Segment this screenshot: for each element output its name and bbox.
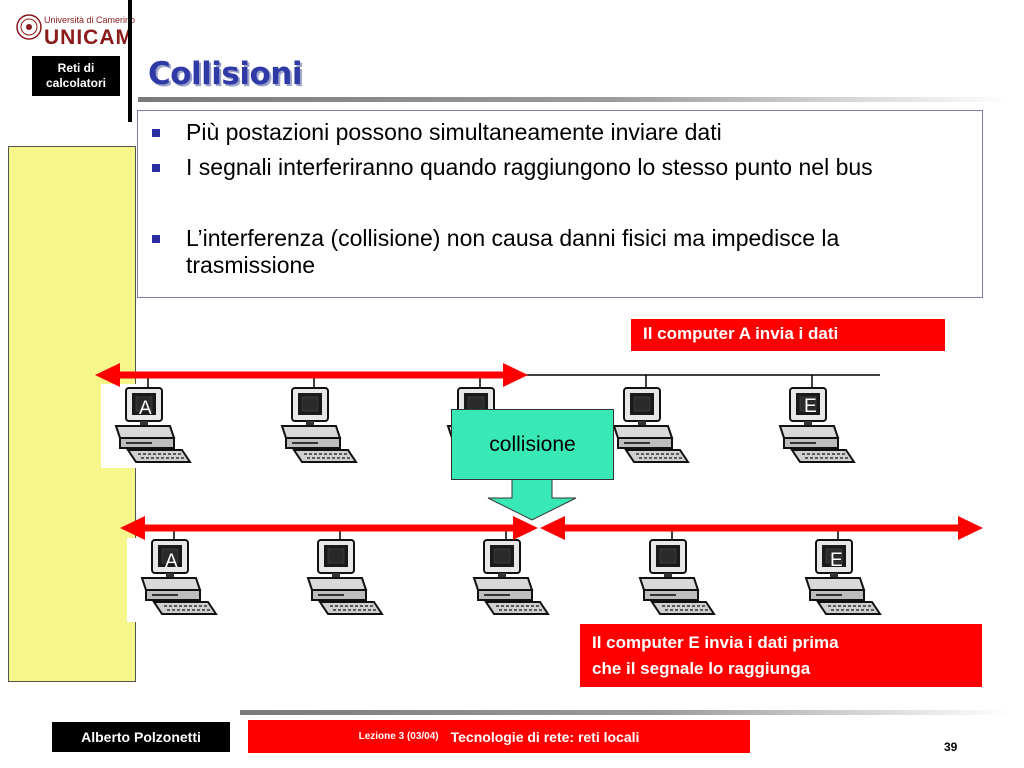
collision-label-box: collisione bbox=[451, 409, 614, 480]
university-name: UNICAM bbox=[44, 26, 134, 49]
bullet-text: I segnali interferiranno quando raggiung… bbox=[186, 154, 873, 180]
callout-e-line-1: Il computer E invia i dati prima bbox=[592, 633, 839, 652]
computer-icon bbox=[639, 539, 715, 615]
signal-arrow-a bbox=[95, 363, 528, 387]
course-badge-line-1: Reti di bbox=[57, 61, 95, 75]
lesson-number: Lezione 3 (03/04) bbox=[358, 731, 439, 742]
bullet-text: Più postazioni possono simultaneamente i… bbox=[186, 119, 722, 145]
collision-pointer-arrow bbox=[487, 478, 577, 521]
callout-e-line-2: che il segnale lo raggiunga bbox=[592, 659, 811, 678]
course-badge-line-2: calcolatori bbox=[45, 76, 107, 90]
computer-e-label: E bbox=[804, 396, 817, 417]
university-seal-icon bbox=[16, 14, 42, 40]
bullet-square-icon bbox=[152, 164, 160, 172]
computer-e-icon bbox=[779, 387, 855, 463]
collision-label: collisione bbox=[489, 432, 576, 456]
bullet-box: Più postazioni possono simultaneamente i… bbox=[137, 110, 983, 298]
title-rule bbox=[138, 97, 1010, 102]
lesson-title: Tecnologie di rete: reti locali bbox=[450, 728, 640, 745]
bullet-item: L’interferenza (collisione) non causa da… bbox=[152, 225, 966, 279]
bullet-square-icon bbox=[152, 129, 160, 137]
header-vertical-rule bbox=[128, 0, 132, 122]
computer-icon bbox=[613, 387, 689, 463]
lesson-bar: Lezione 3 (03/04) Tecnologie di rete: re… bbox=[248, 720, 750, 753]
author-badge: Alberto Polzonetti bbox=[52, 722, 230, 752]
signal-arrow-a bbox=[120, 516, 538, 540]
footer-rule bbox=[240, 710, 1010, 715]
university-logo: Università di Camerino UNICAM bbox=[14, 10, 135, 50]
bullet-item: Più postazioni possono simultaneamente i… bbox=[152, 119, 966, 146]
course-badge: Reti di calcolatori bbox=[32, 56, 120, 96]
computer-a-label: A bbox=[165, 551, 178, 572]
computer-icon bbox=[307, 539, 383, 615]
callout-computer-e: Il computer E invia i dati prima che il … bbox=[580, 624, 982, 687]
bullet-item: I segnali interferiranno quando raggiung… bbox=[152, 154, 966, 181]
computer-e-label: E bbox=[830, 550, 843, 571]
computer-icon bbox=[281, 387, 357, 463]
callout-computer-a: Il computer A invia i dati bbox=[631, 319, 945, 351]
page-number: 39 bbox=[944, 740, 958, 754]
computer-a-label: A bbox=[139, 398, 152, 419]
bullet-square-icon bbox=[152, 235, 160, 243]
computer-e-icon bbox=[805, 539, 881, 615]
bullet-text: L’interferenza (collisione) non causa da… bbox=[186, 225, 840, 278]
signal-arrow-e bbox=[540, 516, 983, 540]
university-name-small: Università di Camerino bbox=[44, 15, 136, 25]
computer-icon bbox=[473, 539, 549, 615]
page-title: Collisioni bbox=[148, 56, 303, 92]
